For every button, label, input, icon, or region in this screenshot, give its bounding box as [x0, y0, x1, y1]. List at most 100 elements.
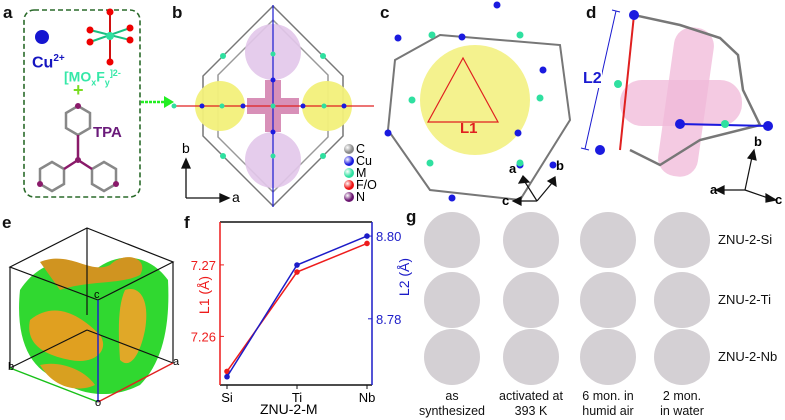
tpa-molecule-icon — [37, 103, 119, 193]
axis-a-label: a — [509, 161, 517, 176]
column-label-line1: 2 mon. — [662, 389, 702, 403]
row-label: ZNU-2-Si — [718, 232, 773, 247]
column-label-line1: 6 mon. in — [582, 389, 634, 403]
sample-dish — [503, 329, 559, 385]
data-point-left — [224, 368, 230, 375]
anion-sub-y: y — [104, 77, 110, 88]
panel-label-f: f — [184, 213, 190, 232]
x-tick-label: Nb — [359, 390, 376, 405]
cu-ion-sphere — [35, 30, 49, 44]
panel-label-b: b — [172, 3, 183, 22]
cube-corner-b: b — [8, 361, 15, 373]
cage-c — [384, 1, 572, 202]
arrow-icon — [141, 96, 174, 108]
plus-sign: + — [73, 80, 84, 100]
sample-dish — [654, 272, 710, 328]
sample-dish — [654, 212, 710, 268]
axis-c-label: c — [502, 193, 510, 208]
data-point-left — [294, 269, 300, 275]
sample-dish — [580, 329, 636, 385]
l2-label: L2 — [583, 70, 602, 88]
legend-label: Cu — [356, 154, 372, 168]
sample-dish — [503, 212, 559, 268]
row-label: ZNU-2-Nb — [718, 349, 778, 364]
axis-b-label: b — [754, 134, 762, 149]
axes-b — [180, 157, 231, 204]
pore-surface-cube — [8, 227, 175, 403]
sample-dish — [580, 272, 636, 328]
panel-label-c: c — [380, 3, 390, 22]
data-point-right — [224, 373, 230, 380]
panel-label-g: g — [406, 207, 417, 226]
building-block-box — [23, 9, 141, 198]
axis-b-label: b — [182, 140, 190, 156]
atom-sphere-icon — [344, 144, 354, 154]
column-label-line2: synthesized — [418, 404, 485, 418]
sample-dish — [654, 329, 710, 385]
legend-label: N — [356, 190, 366, 204]
axes-c — [511, 175, 557, 206]
legend-label: C — [356, 142, 366, 156]
atom-sphere-icon — [344, 180, 354, 190]
anion-charge: ]2- — [109, 68, 121, 78]
cube-corner-c: c — [94, 289, 100, 301]
column-label-line2: in water — [660, 404, 704, 418]
sample-dish — [503, 272, 559, 328]
y-left-tick-label: 7.26 — [191, 329, 216, 344]
y-left-tick-label: 7.27 — [191, 258, 216, 273]
x-tick-label: Si — [221, 390, 233, 405]
x-tick-label: Ti — [292, 390, 302, 405]
data-point-right — [294, 262, 300, 268]
cube-corner-o: o — [95, 397, 102, 409]
axis-b-label: b — [556, 158, 564, 173]
framework-b — [171, 4, 374, 208]
sample-dish — [424, 212, 480, 268]
panel-label-a: a — [3, 3, 13, 22]
data-point-left — [364, 240, 370, 247]
cu-charge: 2+ — [53, 53, 65, 64]
x-axis-label: ZNU-2-M — [260, 401, 318, 417]
anion-f: F — [96, 68, 105, 85]
atom-sphere-icon — [344, 168, 354, 178]
legend-item: F/O — [344, 178, 377, 192]
sample-dish — [580, 212, 636, 268]
cage-d — [595, 10, 773, 177]
axes-d — [714, 148, 778, 203]
column-label-line1: activated at — [499, 389, 563, 403]
sample-dish — [424, 329, 480, 385]
l1-label: L1 — [460, 120, 478, 137]
atom-sphere-icon — [344, 156, 354, 166]
cu-label-text: Cu — [32, 54, 54, 72]
channel-cylinder — [620, 80, 742, 126]
cu-ion-label: Cu2+ — [32, 53, 65, 72]
axis-a-label: a — [710, 182, 718, 197]
axis-c-label: c — [775, 192, 783, 207]
sample-dish — [424, 272, 480, 328]
data-point-right — [364, 233, 370, 239]
legend-item: Cu — [344, 154, 377, 168]
legend-item: M — [344, 166, 377, 180]
cube-corner-a: a — [173, 356, 180, 368]
axis-a-label: a — [232, 189, 240, 205]
panel-label-d: d — [586, 3, 597, 22]
column-label-line2: 393 K — [514, 404, 548, 418]
legend-item: C — [344, 142, 377, 156]
octahedron-icon — [86, 8, 134, 66]
column-label: 2 mon.in water — [637, 389, 727, 419]
y-right-tick-label: 8.80 — [376, 229, 401, 244]
panel-label-e: e — [2, 213, 12, 232]
atom-sphere-icon — [344, 192, 354, 202]
legend-item: N — [344, 190, 377, 204]
anion-label: [MOxFy]2- — [64, 68, 121, 87]
y-right-tick-label: 8.78 — [376, 312, 401, 327]
tpa-label: TPA — [93, 124, 122, 141]
column-label-line1: as — [445, 389, 459, 403]
pore-sphere-yellow — [420, 45, 530, 155]
